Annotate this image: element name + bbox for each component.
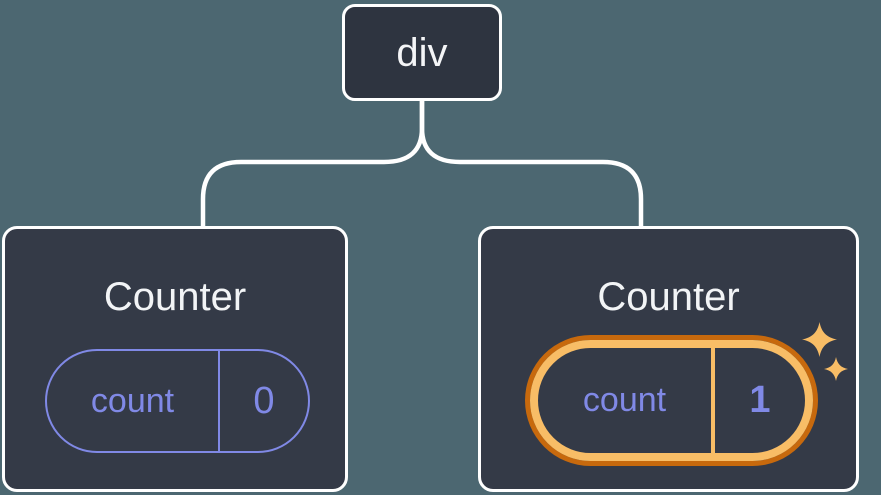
dom-node-label: div	[396, 30, 448, 75]
counter-title-right: Counter	[597, 275, 740, 319]
state-value-right: 1	[749, 379, 771, 421]
counter-component-card-left: Counter count 0	[2, 226, 348, 492]
sparkles-icon	[802, 322, 848, 381]
counter-component-card-right: Counter count 1	[478, 226, 859, 492]
pill-divider-left	[218, 351, 220, 451]
state-pill-left: count 0	[45, 349, 310, 453]
state-value-left: 0	[253, 379, 275, 422]
highlighted-state-pill-right: count 1	[530, 340, 813, 461]
connector-branch-left	[200, 101, 425, 228]
state-key-label-left: count	[90, 381, 175, 420]
counter-title-left: Counter	[103, 275, 247, 319]
pill-divider-right	[711, 348, 715, 453]
dom-node-div: div	[342, 4, 502, 101]
connector-branch-right	[419, 101, 644, 228]
state-key-label-right: count	[582, 381, 667, 419]
